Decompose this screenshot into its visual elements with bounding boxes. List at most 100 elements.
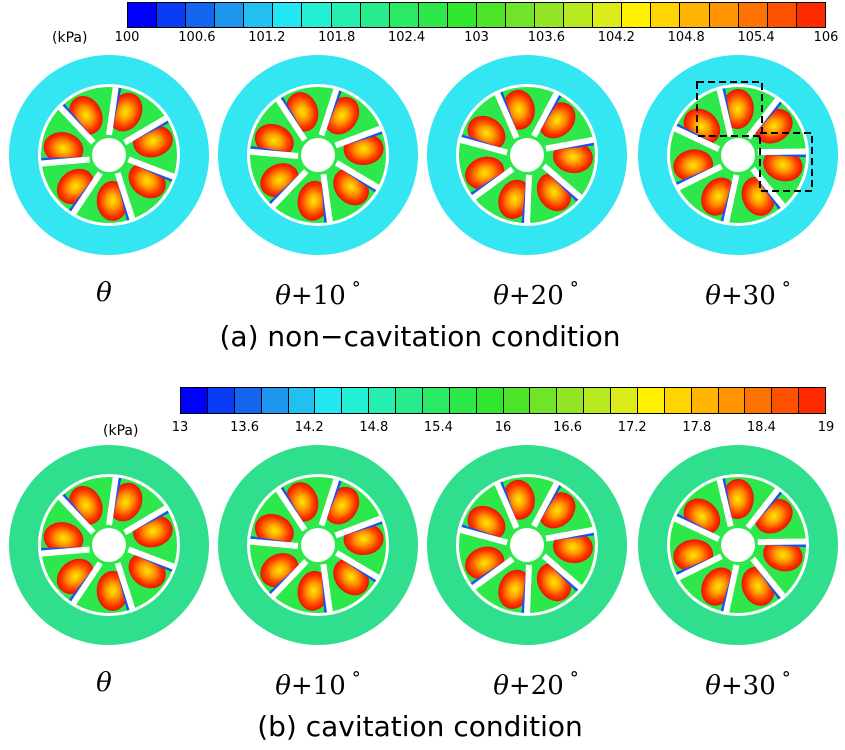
impeller-blade xyxy=(318,477,340,527)
colorbar-tick-label: 104.2 xyxy=(597,30,635,45)
impeller-blade xyxy=(541,553,584,591)
colorbar-cell xyxy=(709,3,739,27)
colorbar-cell xyxy=(476,388,504,413)
impeller-blade xyxy=(69,561,103,607)
panel-non-cavitation: (kPa) θ θ+10° θ+20° θ+30° (a) non−cavita… xyxy=(9,2,838,353)
impeller-blade xyxy=(318,87,340,137)
colorbar-cell xyxy=(680,3,710,27)
colorbar-cell xyxy=(637,388,665,413)
colorbar-cell xyxy=(718,388,746,413)
impeller-blade xyxy=(716,477,734,528)
impeller-blade xyxy=(722,174,740,223)
unit-label-b: (kPa) xyxy=(103,423,139,439)
colorbar-cell xyxy=(593,3,623,27)
impeller-blade xyxy=(56,104,96,145)
angle-label-a-10: θ+10° xyxy=(275,278,361,311)
impeller-blade xyxy=(123,114,170,146)
rotor-a-0 xyxy=(9,55,209,255)
angle-label-b-0: θ xyxy=(96,668,112,698)
colorbar-cell xyxy=(360,3,390,27)
angle-label-a-0: θ xyxy=(96,278,112,308)
colorbar-cell xyxy=(418,3,448,27)
impeller-blade xyxy=(334,125,384,149)
colorbar-tick-label: 100.6 xyxy=(178,30,216,45)
colorbar-tick-label: 17.2 xyxy=(617,420,647,435)
impeller-blade xyxy=(41,156,90,167)
unit-label-a: (kPa) xyxy=(52,30,88,46)
impeller-blade xyxy=(545,526,595,542)
highlight-box-upper xyxy=(696,81,763,137)
impeller-blade xyxy=(269,559,309,600)
colorbar-cell xyxy=(530,388,558,413)
impeller-blade xyxy=(750,166,787,210)
colorbar-tick-label: 16 xyxy=(494,420,512,435)
impeller-blade xyxy=(250,538,299,549)
impeller-blade xyxy=(672,125,721,152)
pressure-lobe xyxy=(43,522,84,555)
impeller-blade xyxy=(106,87,119,136)
colorbar-tick-label: 101.2 xyxy=(248,30,286,45)
panel-cavitation: (kPa) θ θ+10° θ+20° θ+30° (b) cavitation… xyxy=(0,375,845,750)
impeller-blade xyxy=(523,564,532,613)
impeller-blade xyxy=(470,166,515,202)
colorbar-cell xyxy=(772,388,800,413)
angle-label-b-20: θ+20° xyxy=(493,668,579,701)
colorbar-cell xyxy=(186,3,216,27)
caption-a: (a) non−cavitation condition xyxy=(219,320,621,353)
impeller-blade xyxy=(531,480,561,528)
impeller-blade xyxy=(127,156,177,181)
impeller-blade xyxy=(745,486,782,530)
colorbar-cell xyxy=(796,3,825,27)
colorbar-cell xyxy=(691,388,719,413)
colorbar-cell xyxy=(564,3,594,27)
angle-label-b-10: θ+10° xyxy=(275,668,361,701)
angle-label-a-30: θ+30° xyxy=(705,278,791,311)
impeller-blade xyxy=(541,163,584,201)
impeller-blade xyxy=(69,171,103,217)
colorbar-cell xyxy=(584,388,611,413)
colorbar-cell xyxy=(157,3,187,27)
colorbar-tick-label: 16.6 xyxy=(553,420,583,435)
hub xyxy=(510,528,544,562)
colorbar-cell xyxy=(302,3,332,27)
rotor-b-30 xyxy=(638,445,838,645)
impeller-blade xyxy=(716,87,734,138)
colorbar-tick-label: 100 xyxy=(114,30,140,45)
colorbar-cell xyxy=(622,3,652,27)
colorbar-tick-label: 18.4 xyxy=(746,420,776,435)
colorbar-cell xyxy=(215,3,245,27)
colorbar-cell xyxy=(207,388,235,413)
impeller-blade xyxy=(750,556,787,600)
impeller-blade xyxy=(523,174,532,223)
pressure-lobe xyxy=(43,132,84,165)
impeller-blade xyxy=(320,563,334,613)
colorbar-cell xyxy=(506,3,536,27)
rotor-b-20 xyxy=(427,445,627,645)
colorbar-cell xyxy=(342,388,370,413)
impeller-blade xyxy=(745,96,782,140)
impeller-blade xyxy=(493,480,520,530)
impeller-blade xyxy=(545,136,595,152)
impeller-blade xyxy=(106,477,119,526)
impeller-blade xyxy=(334,160,382,192)
hub xyxy=(92,528,126,562)
colorbar-cell xyxy=(244,3,274,27)
colorbar-cell xyxy=(447,3,477,27)
colorbar-cell xyxy=(738,3,768,27)
impeller-blade xyxy=(531,90,561,138)
colorbar-cell xyxy=(611,388,638,413)
impeller-blade xyxy=(250,148,299,159)
impeller-blade xyxy=(274,96,308,142)
hub xyxy=(721,138,755,172)
colorbar-cell xyxy=(396,388,423,413)
impeller-blade xyxy=(722,564,740,613)
colorbar-cell xyxy=(422,388,450,413)
colorbar-cell xyxy=(799,388,825,413)
colorbar-cell xyxy=(288,388,316,413)
colorbar-tick-label: 101.8 xyxy=(318,30,356,45)
impeller-blade xyxy=(675,553,723,582)
colorbar-tick-label: 105.4 xyxy=(737,30,775,45)
hub xyxy=(92,138,126,172)
colorbar-cell xyxy=(389,3,419,27)
colorbar-tick-label: 14.8 xyxy=(359,420,389,435)
